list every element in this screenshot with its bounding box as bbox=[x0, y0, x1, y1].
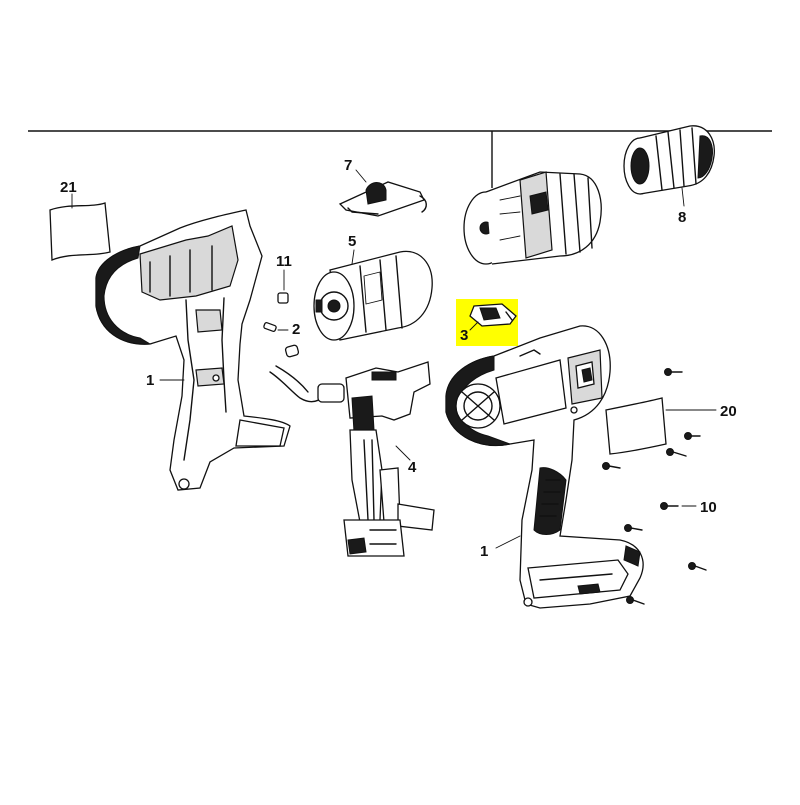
part-3-highlighted[interactable]: 3 bbox=[456, 299, 518, 346]
part-20-label[interactable] bbox=[605, 397, 667, 455]
callout-20: 20 bbox=[720, 403, 737, 420]
part-2-pins[interactable] bbox=[263, 322, 300, 358]
callout-10: 10 bbox=[700, 499, 717, 516]
screw bbox=[660, 502, 679, 510]
part-1-housing-right[interactable] bbox=[445, 325, 644, 609]
callout-21: 21 bbox=[60, 179, 77, 196]
part-11-pin[interactable] bbox=[277, 292, 289, 304]
callout-7: 7 bbox=[344, 157, 352, 174]
callout-2: 2 bbox=[292, 321, 300, 338]
part-1-housing-left[interactable] bbox=[95, 209, 291, 491]
screw bbox=[688, 562, 707, 571]
callout-8: 8 bbox=[678, 209, 686, 226]
screw bbox=[626, 596, 645, 605]
screw bbox=[624, 524, 643, 532]
part-4-switch[interactable] bbox=[269, 361, 435, 557]
callout-4: 4 bbox=[408, 459, 417, 476]
part-5-motor[interactable] bbox=[313, 250, 433, 341]
part-8-chuck[interactable] bbox=[623, 125, 715, 195]
part-7-switch-cover[interactable] bbox=[338, 181, 427, 217]
screw bbox=[666, 448, 687, 457]
callout-3: 3 bbox=[460, 327, 468, 344]
part-21-label[interactable] bbox=[49, 202, 111, 261]
callout-11: 11 bbox=[276, 253, 292, 270]
screw bbox=[684, 432, 701, 440]
part-10-screws[interactable] bbox=[602, 368, 707, 605]
screw bbox=[664, 368, 683, 376]
callout-1-right: 1 bbox=[480, 543, 488, 560]
gearbox-assembly[interactable] bbox=[463, 171, 602, 265]
callout-1-left: 1 bbox=[146, 372, 154, 389]
callout-5: 5 bbox=[348, 233, 356, 250]
screw bbox=[602, 462, 621, 470]
